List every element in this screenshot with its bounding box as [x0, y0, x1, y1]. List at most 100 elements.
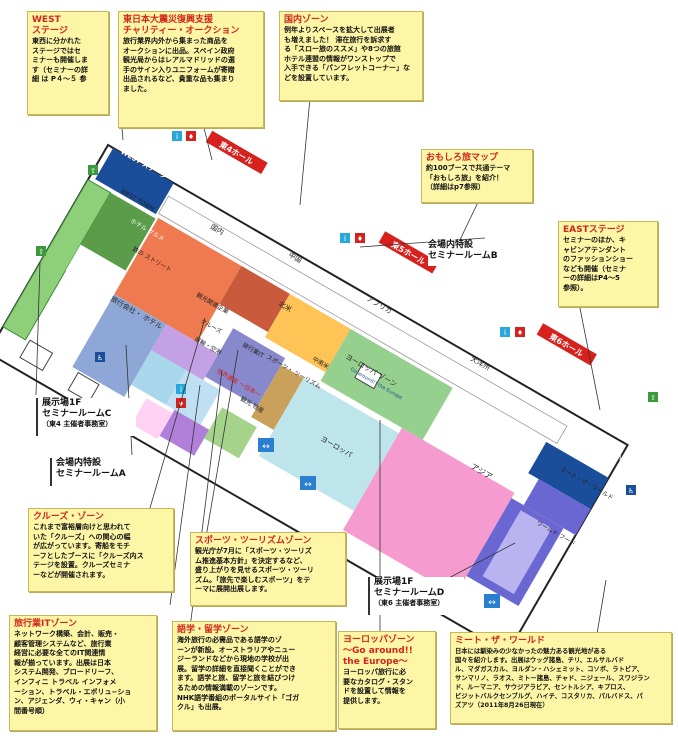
svg-text:♿: ♿	[97, 354, 103, 362]
west-stage[interactable]	[95, 148, 174, 215]
seminar-room-c-label: 展示場1F セミナールームC （東4 主催者事務室）	[36, 398, 136, 436]
tourism-related-zone[interactable]	[151, 324, 219, 381]
asia-zone[interactable]	[342, 427, 515, 596]
callout-title: ヨーロッパゾーン 〜Go around!! the Europe〜	[343, 635, 415, 667]
callout-omoshiro-map: おもしろ旅マップ 約100ブースで共通テーマ 「おもしろ旅」を紹介！ （詳細はp…	[421, 149, 533, 203]
room-title: 展示場1F セミナールームC	[42, 398, 112, 419]
callout-body: これまで富裕層向けと思われて いた「クルーズ」への関心の幅 が広がっています。寄…	[33, 523, 144, 579]
callout-body: 例年よりスペースを拡大して出展者 も増えました！ 滞在旅行を訴求す る「スロー旅…	[284, 26, 410, 82]
restroom-icon-4: i	[500, 327, 510, 337]
seminar-room-c-box	[19, 339, 54, 372]
callout-meet-the-world: ミート・ザ・ワールド 日本には馴染みの少なかったの魅力ある観光地がある 国々を紹…	[450, 632, 672, 724]
callout-body: ネットワーク構築、会計、販売・ 顧客管理システムなど、旅行業 経営に必要な全ての…	[14, 630, 132, 715]
callout-title: クルーズ・ゾーン	[33, 512, 104, 522]
svg-text:i: i	[344, 234, 346, 243]
callout-title: 国内ゾーン	[284, 15, 329, 25]
callout-title: 東日本大震災復興支援 チャリティー・オークション	[123, 15, 240, 36]
east-stage[interactable]	[528, 441, 609, 510]
corridor	[158, 195, 568, 444]
callout-body: ヨーロッパ旅行に必 要なカタログ・スタン ドを設置して情報を 提供します。	[343, 668, 413, 705]
wheelchair-icon-2: ♿	[626, 485, 636, 495]
sports-zone[interactable]	[204, 407, 257, 459]
room-title: 展示場1F セミナールームD	[374, 577, 445, 598]
callout-sports-zone: スポーツ・ツーリズムゾーン 観光庁が7月に「スポーツ・ツーリズ ム推進基本方針」…	[190, 532, 346, 606]
seminar-room-d-label: 展示場1F セミナールームD （東6 主催者事務室）	[368, 577, 464, 615]
hall5-banner	[378, 231, 439, 274]
room-title: 会場内特設 セミナールームB	[428, 240, 498, 261]
cruise-zone[interactable]	[131, 350, 186, 405]
exit-icon: ⇧	[88, 165, 98, 175]
entrance-arrow-icon-3: ↔	[484, 594, 500, 608]
wheelchair-icon: ♿	[95, 352, 105, 362]
callout-body: 海外旅行の必需品である語学のゾ ーンが新設。オーストラリアやニュー ジーランドな…	[177, 636, 300, 712]
europe-zone[interactable]	[258, 378, 399, 512]
hall4-banner	[205, 130, 268, 175]
callout-west-stage: WEST ステージ 東西に分かれた ステージではセ ミナーも開催しま す（セミナ…	[27, 11, 109, 115]
callout-body: 日本には馴染みの少なかったの魅力ある観光地がある 国々を紹介します。出展はウッグ…	[455, 648, 650, 709]
it-zone[interactable]	[159, 409, 210, 456]
callout-cruise-zone: クルーズ・ゾーン これまで富裕層向けと思われて いた「クルーズ」への関心の幅 が…	[28, 508, 174, 592]
callout-title: WEST ステージ	[32, 15, 68, 36]
north-america-zone[interactable]	[205, 328, 286, 407]
callout-body: 旅行業界内外から集まった商品を オークションに出品。スペイン政府 観光局からはレ…	[123, 37, 235, 93]
svg-text:i: i	[504, 328, 506, 337]
callout-title: スポーツ・ツーリズムゾーン	[195, 536, 312, 546]
exit-icon-2: ⇧	[36, 246, 46, 256]
travel-hotel-zone[interactable]	[72, 294, 167, 397]
svg-text:⇧: ⇧	[650, 394, 656, 402]
restroom-icon-3: ♦	[355, 233, 365, 243]
callout-body: 東西に分かれた ステージではセ ミナーも開催しま す（セミナーの詳 細 は P４…	[32, 37, 88, 84]
domestic-zone[interactable]	[114, 217, 242, 343]
callout-charity-auction: 東日本大震災復興支援 チャリティー・オークション 旅行業界内外から集まった商品を…	[118, 11, 264, 128]
restroom-icon: ♦	[186, 131, 196, 141]
svg-text:♦: ♦	[178, 400, 184, 408]
room-sub: （東4 主催者事務室）	[42, 420, 113, 428]
seminar-room-b-box	[354, 363, 383, 390]
svg-text:↔: ↔	[262, 442, 270, 452]
svg-text:i: i	[180, 385, 182, 394]
callout-title: おもしろ旅マップ	[426, 153, 499, 163]
hotel-gourmet-zone[interactable]	[80, 192, 156, 271]
callout-title: 語学・留学ゾーン	[177, 625, 249, 635]
callout-it-zone: 旅行業ITゾーン ネットワーク構築、会計、販売・ 顧客管理システムなど、旅行業 …	[9, 615, 157, 731]
room-title: 会場内特設 セミナールームA	[56, 458, 126, 479]
east-town[interactable]	[523, 479, 591, 536]
leader-lines	[35, 97, 607, 641]
restroom-icon-2: i	[340, 233, 350, 243]
restroom-icon-6: i	[176, 384, 186, 394]
transport-zone[interactable]	[165, 370, 221, 425]
world-food-zone[interactable]	[482, 510, 552, 595]
floor-plan	[0, 143, 629, 655]
room-sub: （東6 主催者事務室）	[374, 599, 445, 607]
restroom-icon-5: ♦	[515, 327, 525, 337]
africa-zone[interactable]	[264, 293, 351, 373]
svg-text:↔: ↔	[488, 598, 496, 608]
restroom-icon-7: ♦	[176, 398, 186, 408]
callout-title: EASTステージ	[563, 225, 625, 235]
exit-icon-3: ⇧	[648, 392, 658, 402]
callout-language-zone: 語学・留学ゾーン 海外旅行の必需品である語学のゾ ーンが新設。オーストラリアやニ…	[172, 621, 336, 731]
oceania-zone[interactable]	[320, 328, 453, 440]
tobiuo-zone[interactable]	[65, 244, 126, 297]
entrance-arrow-icon: ↔	[258, 438, 274, 452]
seminar-room-b-label: 会場内特設 セミナールームB	[428, 240, 534, 266]
svg-text:⇧: ⇧	[90, 167, 96, 175]
latin-america-zone[interactable]	[251, 365, 304, 431]
callout-body: セミナーのほか、キ ャビンアテンダント のファッションショー なども開催（セミナ…	[563, 236, 633, 292]
language-zone[interactable]	[131, 398, 173, 440]
info-icon: i	[172, 131, 182, 141]
svg-text:i: i	[176, 132, 178, 141]
svg-text:♿: ♿	[628, 487, 634, 495]
callout-east-stage: EASTステージ セミナーのほか、キ ャビンアテンダント のファッションショー …	[558, 221, 658, 307]
callout-europe-zone: ヨーロッパゾーン 〜Go around!! the Europe〜 ヨーロッパ旅…	[338, 631, 436, 729]
callout-body: 約100ブースで共通テーマ 「おもしろ旅」を紹介！ （詳細はp7参照）	[426, 164, 511, 192]
china-zone[interactable]	[219, 265, 290, 333]
seminar-room-a-label: 会場内特設 セミナールームA	[50, 458, 146, 486]
svg-text:♦: ♦	[357, 235, 363, 243]
svg-text:♦: ♦	[188, 133, 194, 141]
svg-text:↔: ↔	[304, 480, 312, 490]
callout-body: 観光庁が7月に「スポーツ・ツーリズ ム推進基本方針」を決定するなど、 盛り上がり…	[195, 547, 314, 594]
callout-title: 旅行業ITゾーン	[14, 619, 78, 629]
svg-text:♦: ♦	[517, 329, 523, 337]
